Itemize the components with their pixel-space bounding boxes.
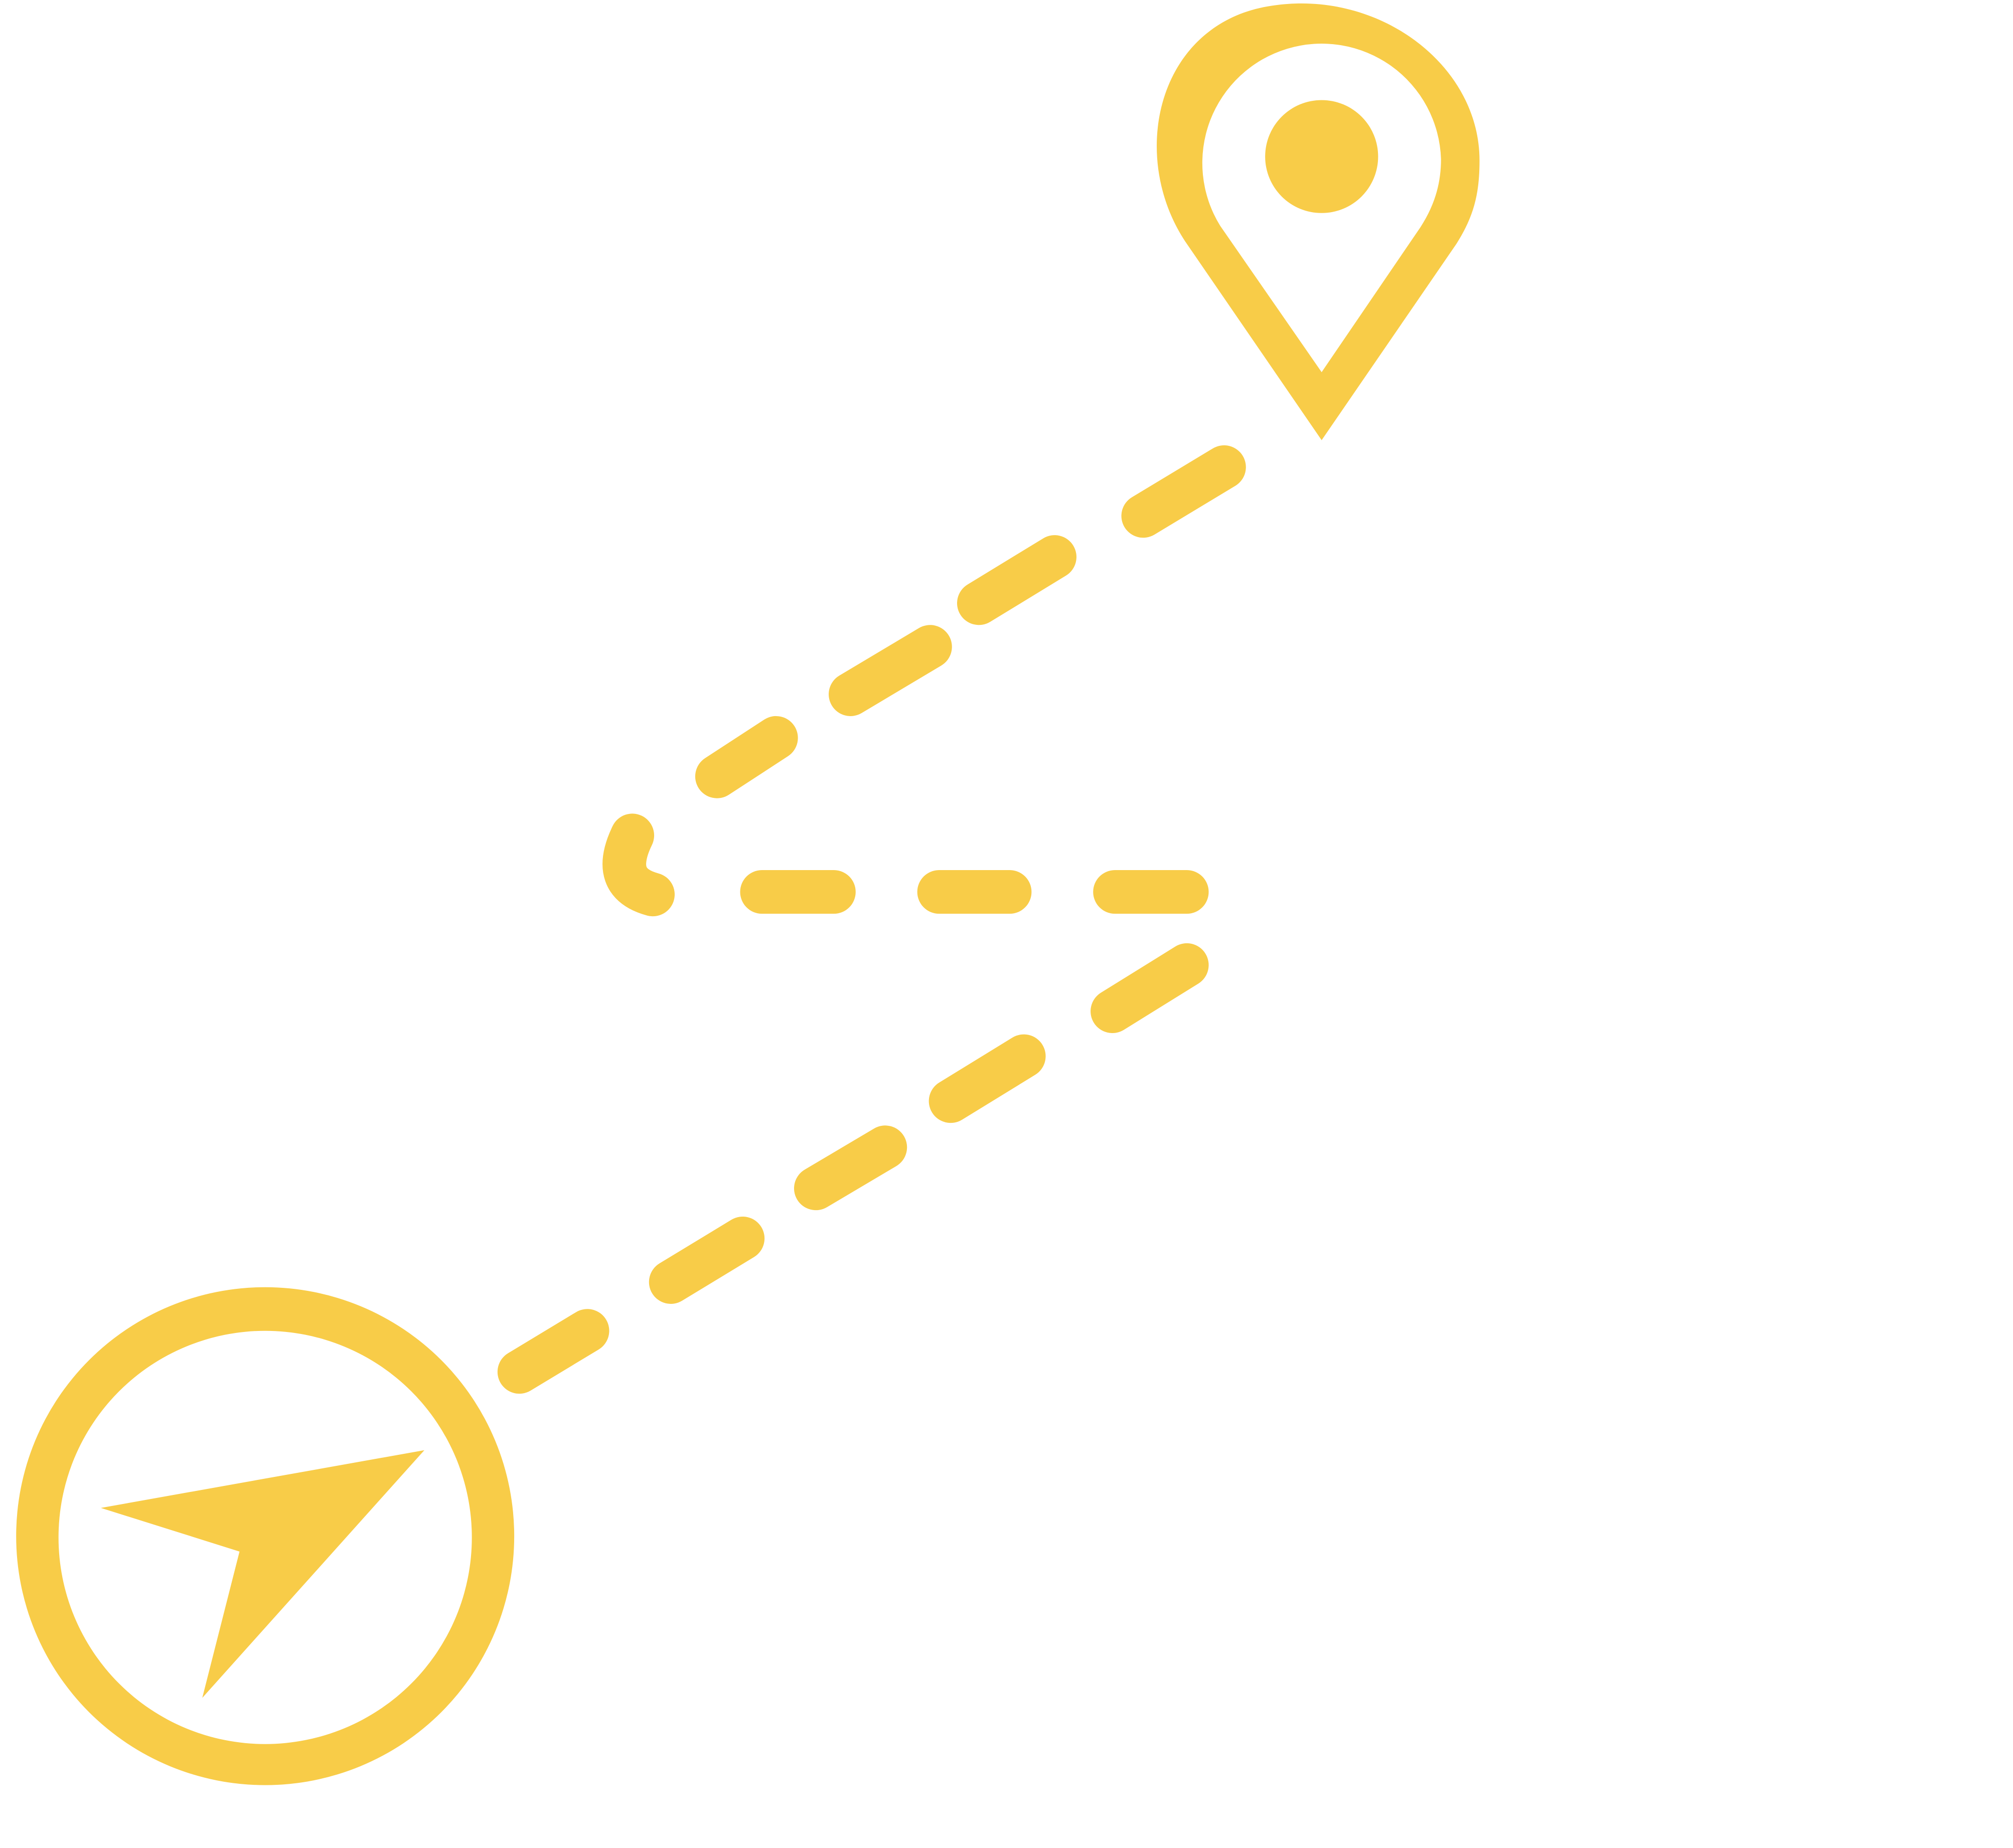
map-pin-outline	[1157, 3, 1480, 440]
route-dash	[649, 1216, 765, 1304]
route-turn	[602, 813, 675, 917]
map-pin-icon	[1157, 3, 1480, 440]
route-dash	[829, 625, 952, 716]
route-dash	[695, 716, 798, 798]
route-dash	[1091, 943, 1209, 1034]
dashed-route-line	[497, 445, 1246, 1394]
navigation-start-icon	[16, 1287, 515, 1785]
route-dash	[1121, 445, 1246, 538]
navigation-arrow-icon	[101, 1450, 424, 1698]
map-pin-dot	[1265, 100, 1378, 213]
route-dash	[497, 1309, 609, 1394]
route-dash	[957, 535, 1076, 625]
route-dash	[794, 1125, 907, 1211]
route-dash	[928, 1034, 1046, 1123]
